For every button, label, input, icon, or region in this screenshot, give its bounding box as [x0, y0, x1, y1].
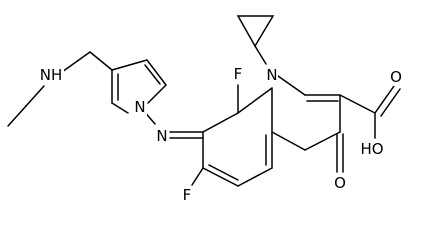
- bond-c5-c4a: [237, 167, 273, 187]
- atom-f-top: F: [232, 65, 246, 83]
- bond-cooh-carbonyl-double: [380, 88, 401, 117]
- bond-c6-c5: [202, 167, 239, 187]
- atom-o-ketone-label: O: [334, 174, 346, 192]
- atom-o-ketone: O: [333, 174, 348, 192]
- bond-n1-cyclopropyl: [254, 45, 267, 65]
- bond-c3-cooh: [339, 94, 376, 114]
- atom-n-imine-label: N: [156, 127, 167, 145]
- bond-pyrrole-c2-n: [111, 102, 129, 114]
- chemical-structure-diagram: N F F O HO O N N: [7, 15, 404, 204]
- atom-f-top-label: F: [234, 65, 243, 83]
- bond-layer: [7, 15, 401, 187]
- atom-oh-acid: HO: [358, 140, 386, 158]
- atom-nh-amine: NH: [38, 66, 64, 84]
- bond-n1-c2: [277, 75, 306, 96]
- bond-pyrrole-c5-c4-inner: [144, 64, 161, 85]
- bond-c6-c5-inner: [208, 164, 239, 181]
- atom-oh-acid-label: HO: [360, 140, 383, 158]
- bond-pyrrole-c5-c4: [146, 59, 167, 86]
- bond-pyrrole-c4-c3: [111, 59, 148, 71]
- bond-c4-c4a: [304, 131, 341, 151]
- atom-o-acid-carbonyl-label: O: [390, 68, 402, 86]
- bond-c8-c7: [202, 112, 239, 133]
- atom-n-imine: N: [155, 127, 169, 145]
- bond-ethyl-ch3: [7, 105, 27, 127]
- atom-nh-amine-label: NH: [40, 66, 63, 84]
- bond-c8a-c8: [237, 87, 273, 114]
- atom-n-pyrrole: N: [133, 98, 147, 116]
- atom-o-acid-carbonyl: O: [389, 68, 404, 86]
- bond-cooh-carbonyl: [374, 85, 395, 114]
- bond-ch2-nh: [61, 51, 91, 73]
- atom-n-ring-label: N: [266, 66, 277, 84]
- bond-nh-ethyl: [25, 85, 45, 107]
- atom-n-ring: N: [264, 66, 278, 84]
- atom-n-pyrrole-label: N: [134, 98, 145, 116]
- atom-label-layer: N F F O HO O N N: [38, 65, 404, 204]
- atom-f-bottom-label: F: [183, 186, 192, 204]
- bond-cyclopropyl-ring: [236, 15, 275, 48]
- atom-f-bottom: F: [180, 186, 194, 204]
- structure-canvas: N F F O HO O N N: [7, 15, 404, 204]
- bond-pyrrole-n-c5: [147, 84, 167, 104]
- bond-c6-f: [191, 167, 204, 186]
- bond-pyrrole-ch2: [89, 51, 113, 71]
- bond-c4a-c8a: [271, 131, 306, 151]
